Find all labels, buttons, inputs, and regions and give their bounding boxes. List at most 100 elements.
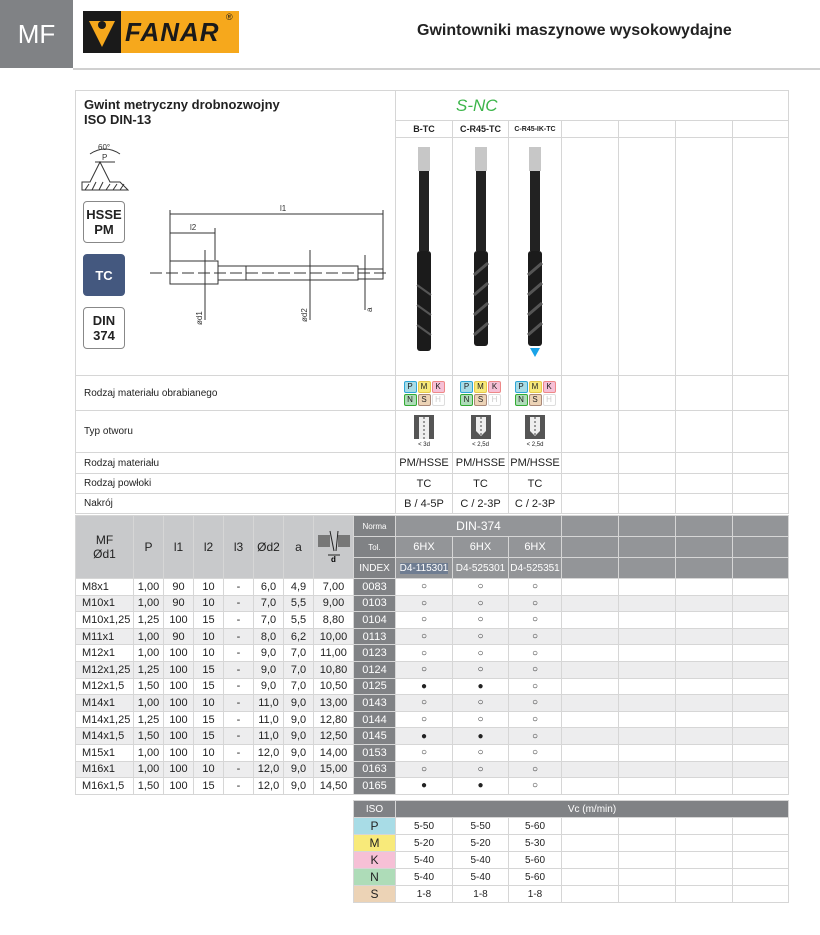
availability-mark: ○ <box>395 743 453 762</box>
vc-value: 5-30 <box>508 834 562 852</box>
tool-chamfer: C / 2-3P <box>452 493 509 514</box>
cell: 12,50 <box>313 727 354 745</box>
index-suffix: 0123 <box>353 644 396 662</box>
thread-size: M12x1,25 <box>75 660 134 679</box>
cell: 100 <box>163 644 194 662</box>
cell: 1,00 <box>133 594 164 613</box>
cell <box>618 777 677 795</box>
availability-mark: ○ <box>452 627 509 646</box>
cell: 1,00 <box>133 743 164 762</box>
cell <box>732 743 790 762</box>
header-a: a <box>283 515 314 579</box>
cell: 12,0 <box>253 760 284 779</box>
availability-mark: ○ <box>507 627 563 646</box>
cell <box>618 743 677 762</box>
cell: 1,25 <box>133 710 164 729</box>
index-code[interactable]: D4-525301 <box>452 557 509 579</box>
angle-label: 60° <box>98 143 110 152</box>
norm-value: DIN-374 <box>394 515 563 537</box>
cell: 14,50 <box>313 777 354 795</box>
cell: 100 <box>163 660 194 679</box>
cell: 100 <box>163 677 194 696</box>
availability-mark: ● <box>452 677 509 696</box>
cell <box>732 611 790 629</box>
vc-value <box>561 851 619 869</box>
cell <box>732 777 790 795</box>
index-code[interactable]: D4-115301 <box>399 562 449 574</box>
iso-h: H <box>488 394 501 406</box>
tool-material: PM/HSSE <box>508 452 562 474</box>
cell: 10 <box>193 578 224 596</box>
hole-depth: < 3d <box>418 442 430 448</box>
availability-mark: ○ <box>507 727 563 745</box>
thread-size: M15x1 <box>75 743 134 762</box>
cell: 12,80 <box>313 710 354 729</box>
iso-n: N <box>460 394 473 406</box>
cell <box>675 760 734 779</box>
vc-value: 5-40 <box>395 868 453 886</box>
cell <box>675 627 734 646</box>
iso-k: K <box>488 381 501 393</box>
cell <box>561 627 620 646</box>
vc-value <box>731 868 790 886</box>
cell: 100 <box>163 694 194 712</box>
tool-material: PM/HSSE <box>452 452 509 474</box>
cell: 9,00 <box>313 594 354 613</box>
vc-value: 1-8 <box>508 885 562 903</box>
vc-value <box>675 817 733 835</box>
product-title: Gwint metryczny drobnozwojny <box>84 97 280 112</box>
cell: 90 <box>163 627 194 646</box>
cell: 14,00 <box>313 743 354 762</box>
cell: 12,0 <box>253 777 284 795</box>
cell: - <box>223 644 254 662</box>
cell: 11,0 <box>253 727 284 745</box>
iso-h: H <box>431 394 445 406</box>
dim-d1: ød1 <box>195 311 204 325</box>
cell <box>618 644 677 662</box>
vc-value <box>675 834 733 852</box>
cell: 15 <box>193 710 224 729</box>
hole-type: < 2,5d <box>508 410 562 453</box>
availability-mark: ○ <box>507 777 563 795</box>
availability-mark: ○ <box>507 694 563 712</box>
registered-mark: ® <box>226 12 233 22</box>
cell: 100 <box>163 727 194 745</box>
blind-hole-icon <box>525 415 545 439</box>
drill-label: d <box>331 555 336 563</box>
availability-mark: ○ <box>507 594 563 613</box>
cell: - <box>223 760 254 779</box>
availability-mark: ○ <box>452 611 509 629</box>
cell <box>618 694 677 712</box>
availability-mark: ● <box>395 727 453 745</box>
header-norma: Norma <box>353 515 396 537</box>
index-code[interactable]: D4-525351 <box>507 557 563 579</box>
tool-coating: TC <box>508 473 562 494</box>
cell: 100 <box>163 760 194 779</box>
iso-k: K <box>431 381 445 393</box>
thread-profile-icon: 60° P <box>81 143 130 191</box>
cell: - <box>223 611 254 629</box>
index-cell[interactable]: D4-115301 <box>395 557 453 579</box>
dim-l1: l1 <box>280 204 287 213</box>
page-title: Gwintowniki maszynowe wysokowydajne <box>417 22 732 39</box>
availability-mark: ○ <box>395 710 453 729</box>
cell: 6,2 <box>283 627 314 646</box>
tool-image-c-r45-ik-tc <box>508 137 562 376</box>
availability-mark: ○ <box>395 627 453 646</box>
vc-value: 5-40 <box>395 851 453 869</box>
cell: 100 <box>163 743 194 762</box>
vc-value <box>675 885 733 903</box>
thread-size: M14x1,5 <box>75 727 134 745</box>
cell <box>561 727 620 745</box>
tool-material: PM/HSSE <box>395 452 453 474</box>
cell: 11,0 <box>253 694 284 712</box>
